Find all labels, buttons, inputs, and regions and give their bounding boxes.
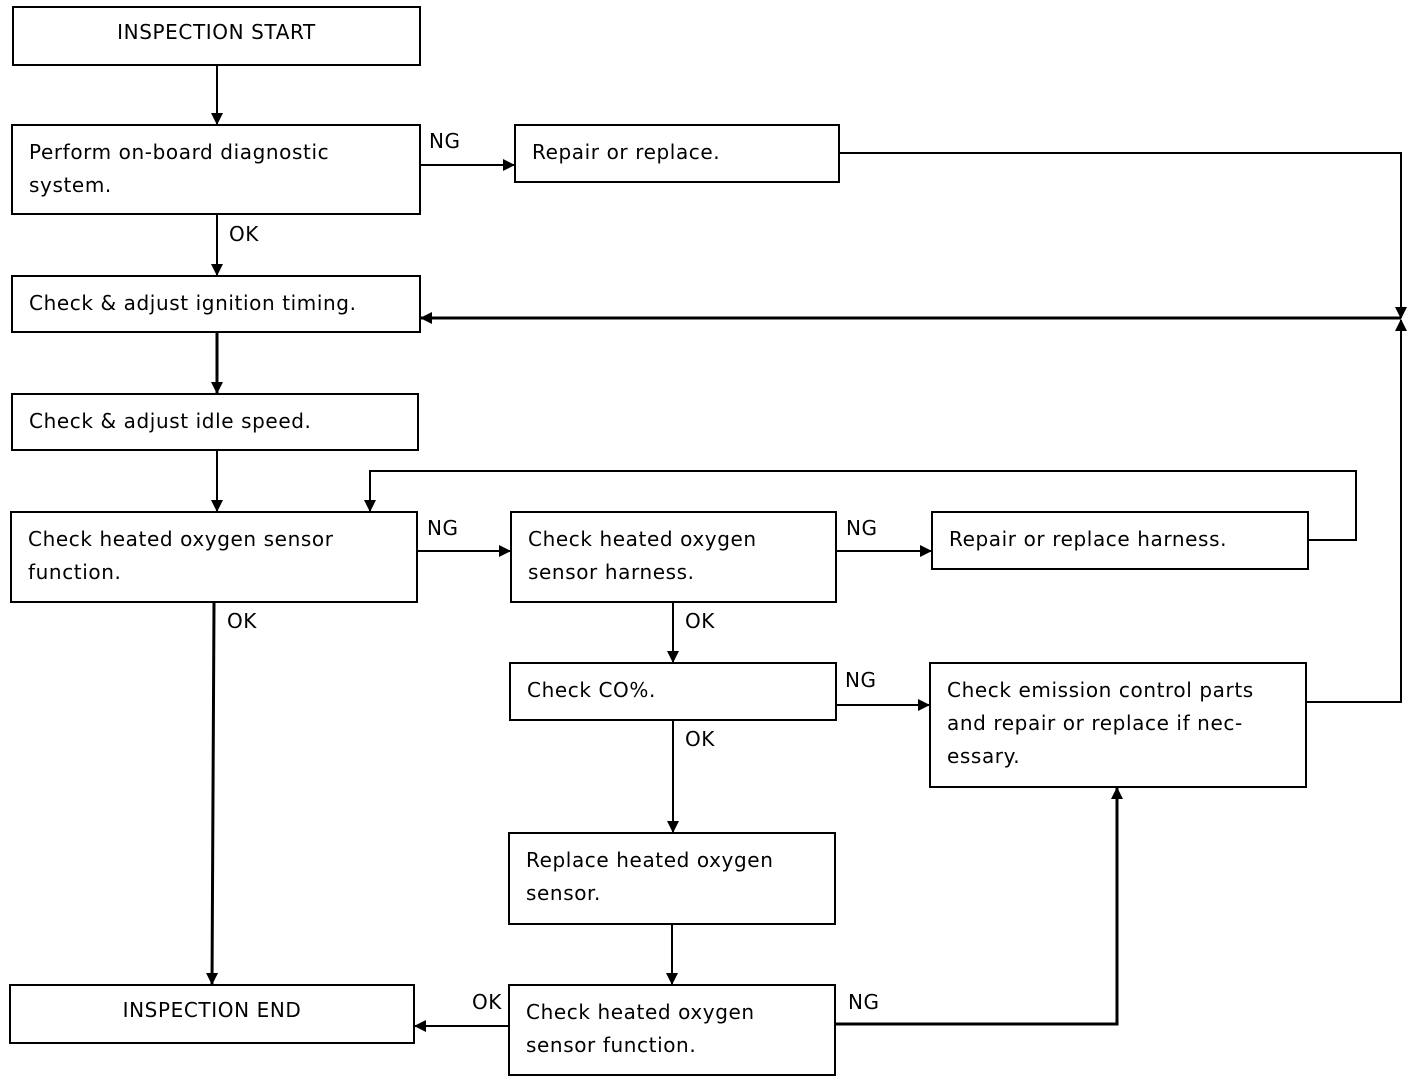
o2-sensor-recheck-text: Check heated oxygen sensor function. — [526, 1000, 755, 1057]
inspection-start-text: INSPECTION START — [117, 20, 316, 44]
repair-harness-box: Repair or replace harness. — [931, 511, 1309, 570]
ok-label-o2: OK — [227, 609, 257, 633]
replace-o2-sensor-text: Replace heated oxygen sensor. — [526, 848, 774, 905]
idle-speed-text: Check & adjust idle speed. — [29, 409, 312, 433]
ignition-timing-box: Check & adjust ignition timing. — [11, 275, 421, 333]
check-co-box: Check CO%. — [509, 662, 837, 721]
line-emission-to-return — [1307, 319, 1407, 703]
line-repair-to-return — [840, 152, 1407, 319]
onboard-diagnostic-box: Perform on-board diagnostic system. — [11, 124, 421, 215]
inspection-start-box: INSPECTION START — [12, 6, 421, 66]
inspection-end-box: INSPECTION END — [9, 984, 415, 1044]
o2-sensor-recheck-box: Check heated oxygen sensor function. — [508, 984, 836, 1076]
emission-parts-text: Check emission control parts and repair … — [947, 678, 1254, 768]
repair-replace-text: Repair or replace. — [532, 140, 721, 164]
replace-o2-sensor-box: Replace heated oxygen sensor. — [508, 832, 836, 925]
onboard-diagnostic-text: Perform on-board diagnostic system. — [29, 140, 330, 197]
emission-parts-box: Check emission control parts and repair … — [929, 662, 1307, 788]
repair-harness-text: Repair or replace harness. — [949, 527, 1228, 551]
o2-sensor-harness-text: Check heated oxygen sensor harness. — [528, 527, 757, 584]
line-recheck-ng-to-emission — [836, 787, 1123, 1026]
ok-label-recheck: OK — [472, 990, 502, 1014]
o2-sensor-harness-box: Check heated oxygen sensor harness. — [510, 511, 837, 603]
o2-sensor-function-box: Check heated oxygen sensor function. — [10, 511, 418, 603]
ok-label-diag: OK — [229, 222, 259, 246]
ng-label-diag: NG — [429, 129, 461, 153]
line-repair-harness-loop — [364, 470, 1357, 541]
ng-label-o2: NG — [427, 516, 459, 540]
idle-speed-box: Check & adjust idle speed. — [11, 393, 419, 451]
ng-label-harness: NG — [846, 516, 878, 540]
repair-replace-box: Repair or replace. — [514, 124, 840, 183]
o2-sensor-function-text: Check heated oxygen sensor function. — [28, 527, 334, 584]
arrow-o2-ok-to-end — [206, 602, 219, 985]
check-co-text: Check CO%. — [527, 678, 656, 702]
ok-label-co: OK — [685, 727, 715, 751]
ok-label-harness: OK — [685, 609, 715, 633]
ignition-timing-text: Check & adjust ignition timing. — [29, 291, 357, 315]
ng-label-co: NG — [845, 668, 877, 692]
inspection-end-text: INSPECTION END — [122, 998, 302, 1022]
ng-label-recheck: NG — [848, 990, 880, 1014]
